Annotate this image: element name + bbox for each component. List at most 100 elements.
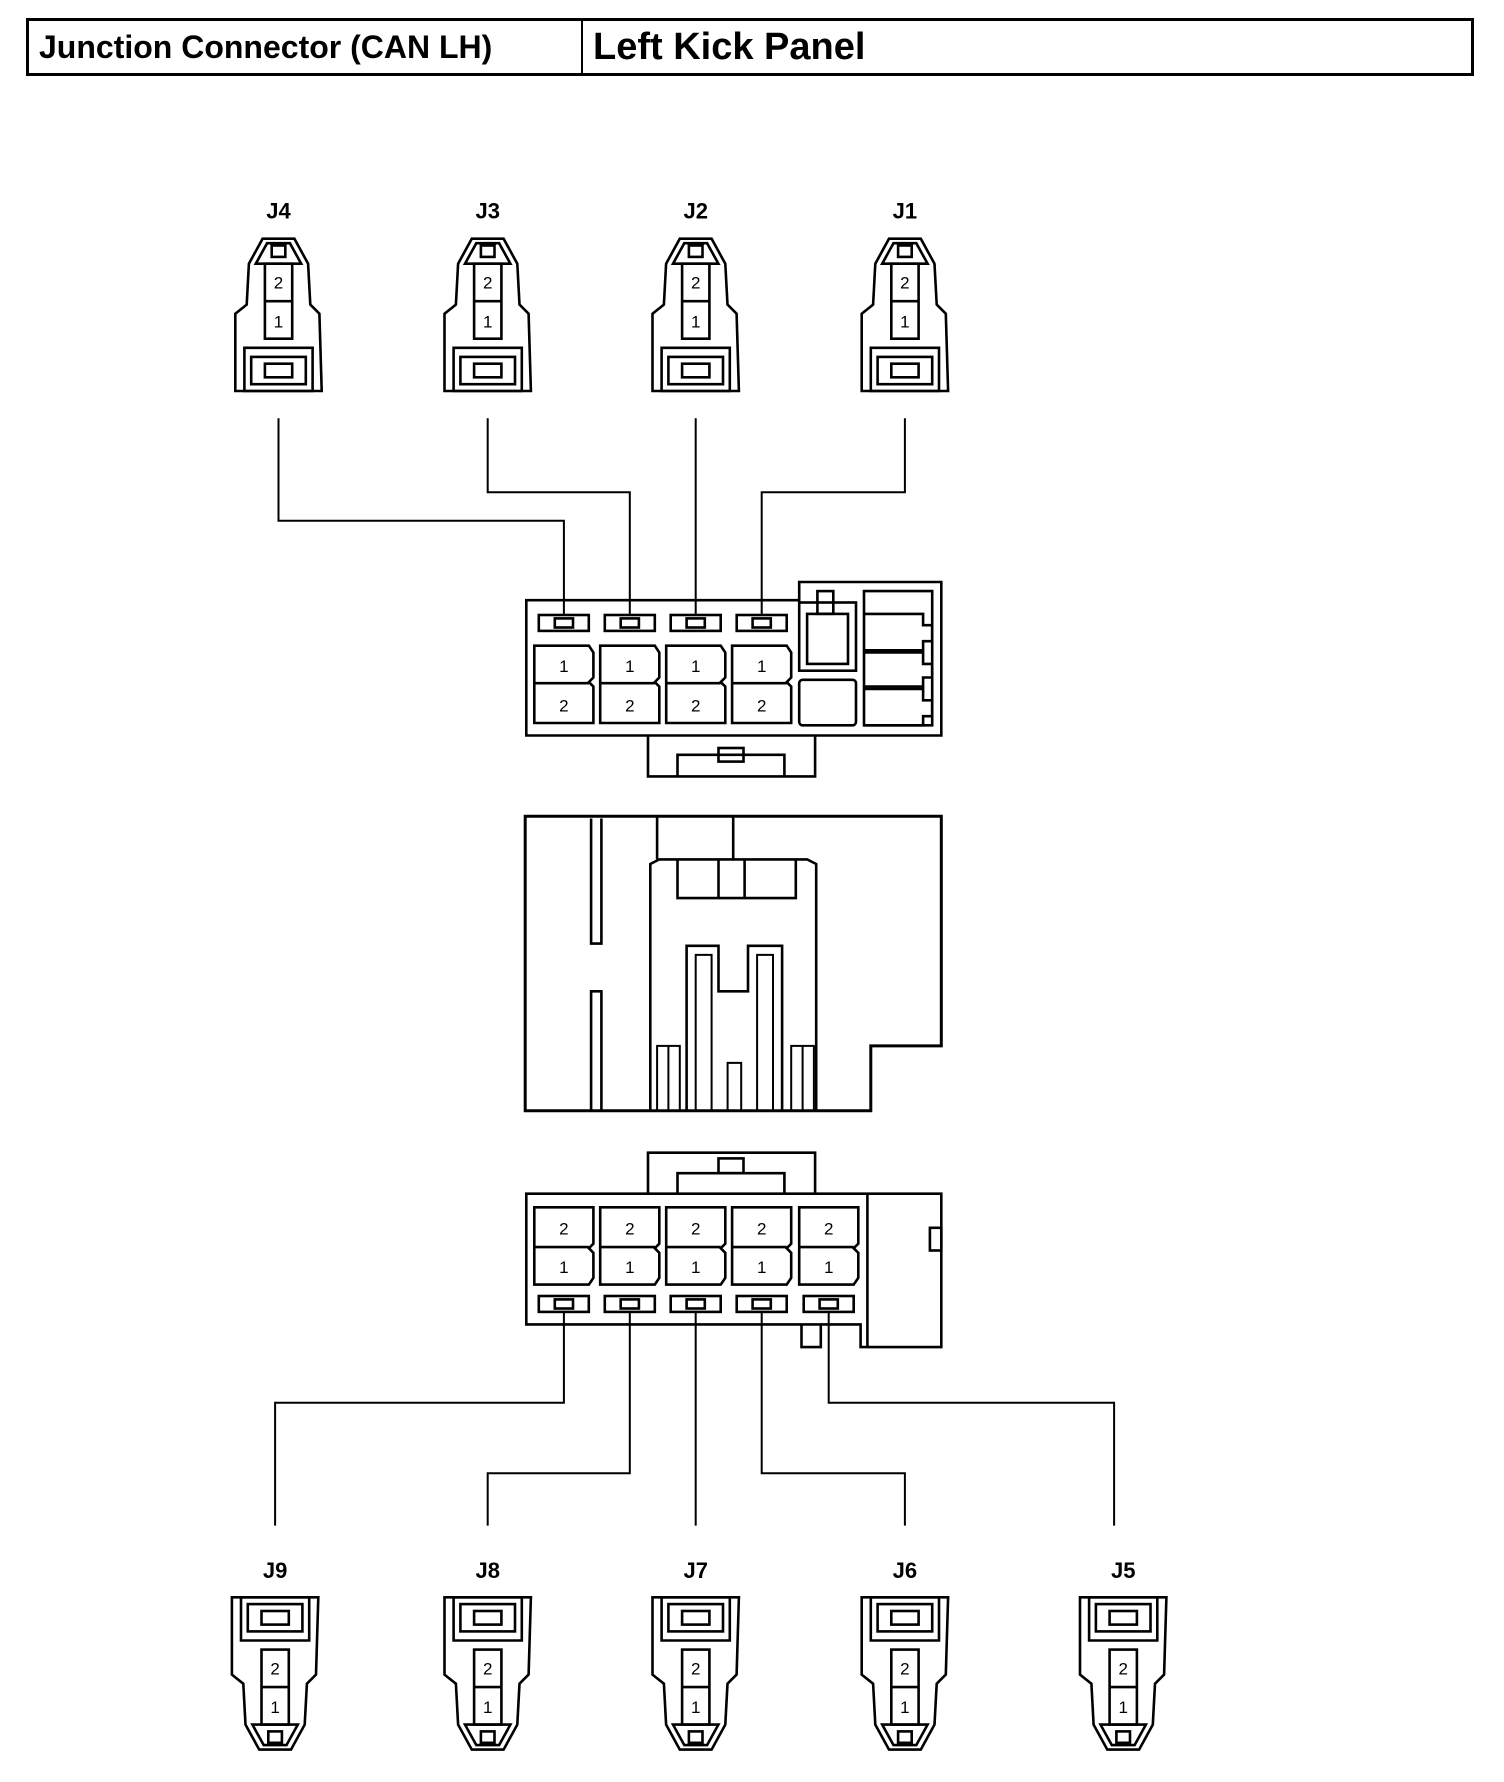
plug-housing <box>651 237 741 393</box>
pin-number: 1 <box>483 1698 492 1717</box>
pin-number: 2 <box>691 697 700 716</box>
connector-label: J1 <box>893 198 917 223</box>
pin-column <box>263 262 294 340</box>
wire <box>760 1311 906 1526</box>
cavity-latch <box>802 1294 856 1314</box>
title-bar: Junction Connector (CAN LH) Left Kick Pa… <box>26 18 1474 76</box>
pin-number: 2 <box>824 1220 833 1239</box>
pin-number: 1 <box>274 312 283 331</box>
latch-icon <box>896 1730 914 1745</box>
pin-number: 2 <box>270 1660 279 1679</box>
pin-number: 1 <box>900 312 909 331</box>
plug-connector-j9: 12 <box>230 1595 320 1751</box>
cavity <box>598 1206 661 1286</box>
wire <box>827 1311 1116 1526</box>
cavity-latch <box>669 1294 723 1314</box>
plug-housing <box>1078 1595 1168 1751</box>
cavity-latch <box>603 613 657 633</box>
plug-connector-j7: 12 <box>651 1595 741 1751</box>
pin-column <box>260 1648 291 1726</box>
lock-tab <box>680 1609 711 1626</box>
plug-connector-j3: 21 <box>443 237 533 393</box>
pin-number: 2 <box>1118 1660 1127 1679</box>
plug-connector-j4: 21 <box>234 237 324 393</box>
connector-label: J7 <box>683 1558 707 1583</box>
latch-icon <box>896 244 914 259</box>
junction-housing <box>525 1192 943 1349</box>
connector-label: J4 <box>266 198 291 223</box>
connector-label: J6 <box>893 1558 917 1583</box>
pin-number: 1 <box>691 1698 700 1717</box>
lock-tab <box>680 362 711 379</box>
pin-number: 2 <box>900 1660 909 1679</box>
wire <box>486 418 631 614</box>
plug-housing <box>651 1595 741 1751</box>
plug-connector-j2: 21 <box>651 237 741 393</box>
pin-number: 2 <box>900 274 909 293</box>
latch-icon <box>270 244 287 259</box>
pin-number: 1 <box>900 1698 909 1717</box>
cavity-latch <box>537 1294 591 1314</box>
connector-label: J5 <box>1111 1558 1135 1583</box>
lock-tab <box>1108 1609 1139 1626</box>
plug-housing <box>230 1595 320 1751</box>
pin-number: 2 <box>691 1660 700 1679</box>
pin-number: 1 <box>757 1258 766 1277</box>
pin-number: 2 <box>757 1220 766 1239</box>
latch-icon <box>267 1730 284 1745</box>
junction-side-view <box>523 814 943 1113</box>
pin-number: 1 <box>625 657 634 676</box>
pin-number: 2 <box>483 1660 492 1679</box>
pin-number: 2 <box>559 697 568 716</box>
connector-label: J2 <box>683 198 707 223</box>
cavity <box>797 1206 860 1286</box>
latch-icon <box>687 244 704 259</box>
pin-number: 2 <box>691 1220 700 1239</box>
pin-number: 1 <box>691 657 700 676</box>
plug-housing <box>443 1595 533 1751</box>
pin-number: 1 <box>483 312 492 331</box>
cavity-latch <box>537 613 591 633</box>
wire <box>760 418 906 614</box>
pin-number: 2 <box>274 274 283 293</box>
plug-connector-j5: 12 <box>1078 1595 1168 1751</box>
pin-number: 1 <box>824 1258 833 1277</box>
pin-number: 2 <box>625 697 634 716</box>
cavity <box>533 1206 595 1286</box>
component-name: Junction Connector (CAN LH) <box>29 21 583 73</box>
pin-number: 2 <box>625 1220 634 1239</box>
pin-number: 2 <box>559 1220 568 1239</box>
plug-housing <box>234 237 324 393</box>
pin-number: 2 <box>483 274 492 293</box>
lock-tab <box>472 362 503 379</box>
cavity <box>730 1206 793 1286</box>
lock-tab <box>260 1609 291 1626</box>
lock-tab <box>890 362 920 379</box>
pin-column <box>472 262 503 340</box>
lock-tab <box>472 1609 503 1626</box>
connector-label: J3 <box>475 198 499 223</box>
cavity-latch <box>603 1294 657 1314</box>
pin-number: 1 <box>559 1258 568 1277</box>
wire <box>486 1311 631 1526</box>
cavity-latch <box>735 1294 789 1314</box>
pin-column <box>472 1648 503 1726</box>
lock-tab <box>263 362 294 379</box>
pin-number: 2 <box>691 274 700 293</box>
lock-tab <box>890 1609 920 1626</box>
cavity-latch <box>735 613 789 633</box>
junction-housing <box>525 580 943 737</box>
pin-number: 1 <box>1118 1698 1127 1717</box>
cavity-latch <box>669 613 723 633</box>
wire <box>274 1311 565 1526</box>
latch-icon <box>479 1730 496 1745</box>
cavity <box>664 1206 727 1286</box>
wire-layer <box>274 418 1116 1526</box>
plug-housing <box>860 237 950 393</box>
pin-number: 2 <box>757 697 766 716</box>
pin-number: 1 <box>691 1258 700 1277</box>
connector-label: J9 <box>263 1558 287 1583</box>
